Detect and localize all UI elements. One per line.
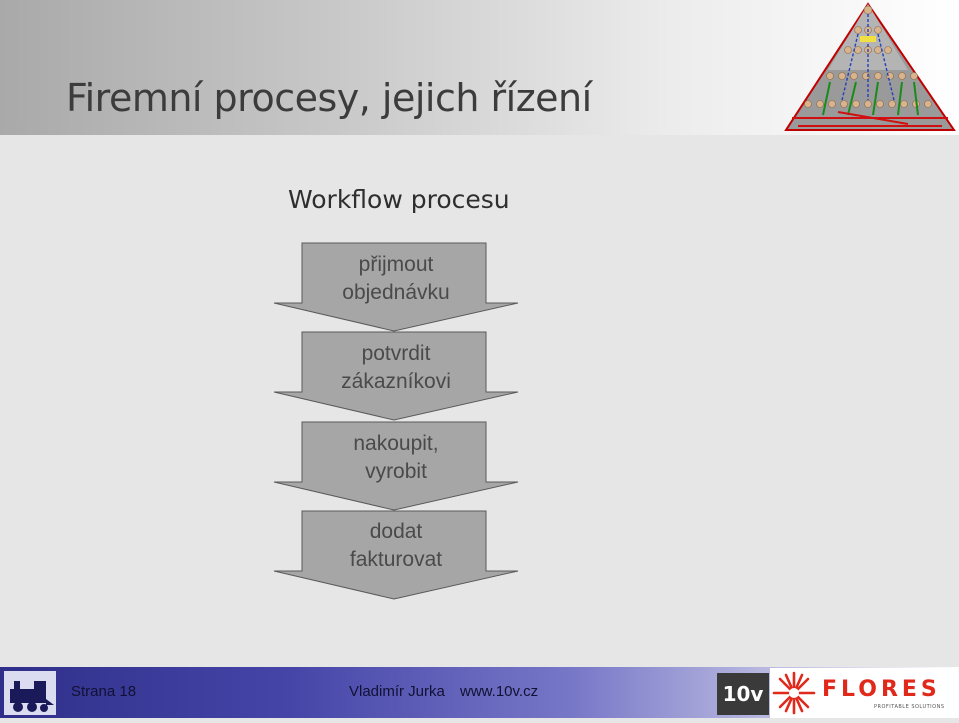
workflow-step-2-arrow <box>273 331 519 421</box>
brand-10v-logo: 10v <box>717 673 769 715</box>
workflow-arrows <box>273 242 519 600</box>
workflow-step-1-line1: přijmout <box>358 253 434 276</box>
workflow-subtitle: Workflow procesu <box>288 185 510 214</box>
author-name: Vladimír Jurka <box>349 683 445 700</box>
slide-header: Firemní procesy, jejich řízení <box>0 0 959 135</box>
workflow-step-2-line2: zákazníkovi <box>341 370 451 393</box>
workflow-step-1: přijmout objednávku <box>302 251 490 307</box>
workflow-step-1-arrow <box>273 242 519 332</box>
pyramid-hierarchy-icon <box>784 2 956 131</box>
workflow-step-2: potvrdit zákazníkovi <box>302 340 490 396</box>
workflow-step-4-arrow <box>273 510 519 600</box>
workflow-step-3-line2: vyrobit <box>365 460 427 483</box>
workflow-step-3-line1: nakoupit, <box>353 432 439 455</box>
workflow-step-4-line2: fakturovat <box>349 548 443 571</box>
workflow-step-3-arrow <box>273 421 519 511</box>
flores-tagline: PROFITABLE SOLUTIONS <box>874 704 945 710</box>
website-link[interactable]: www.10v.cz <box>460 683 539 700</box>
workflow-step-4: dodat fakturovat <box>302 518 490 574</box>
workflow-step-1-line2: objednávku <box>342 281 450 304</box>
workflow-step-4-line1: dodat <box>369 520 423 543</box>
page-number: Strana 18 <box>71 683 137 700</box>
locomotive-icon <box>4 671 56 715</box>
workflow-diagram: přijmout objednávku potvrdit zákazníkovi… <box>272 242 520 602</box>
workflow-step-3: nakoupit, vyrobit <box>302 430 490 486</box>
flores-wordmark: FLORES <box>822 677 941 702</box>
workflow-step-2-line1: potvrdit <box>361 342 431 365</box>
flores-logo: FLORES PROFITABLE SOLUTIONS <box>770 668 959 718</box>
flores-sun-icon <box>772 671 816 715</box>
page-title: Firemní procesy, jejich řízení <box>66 76 592 120</box>
